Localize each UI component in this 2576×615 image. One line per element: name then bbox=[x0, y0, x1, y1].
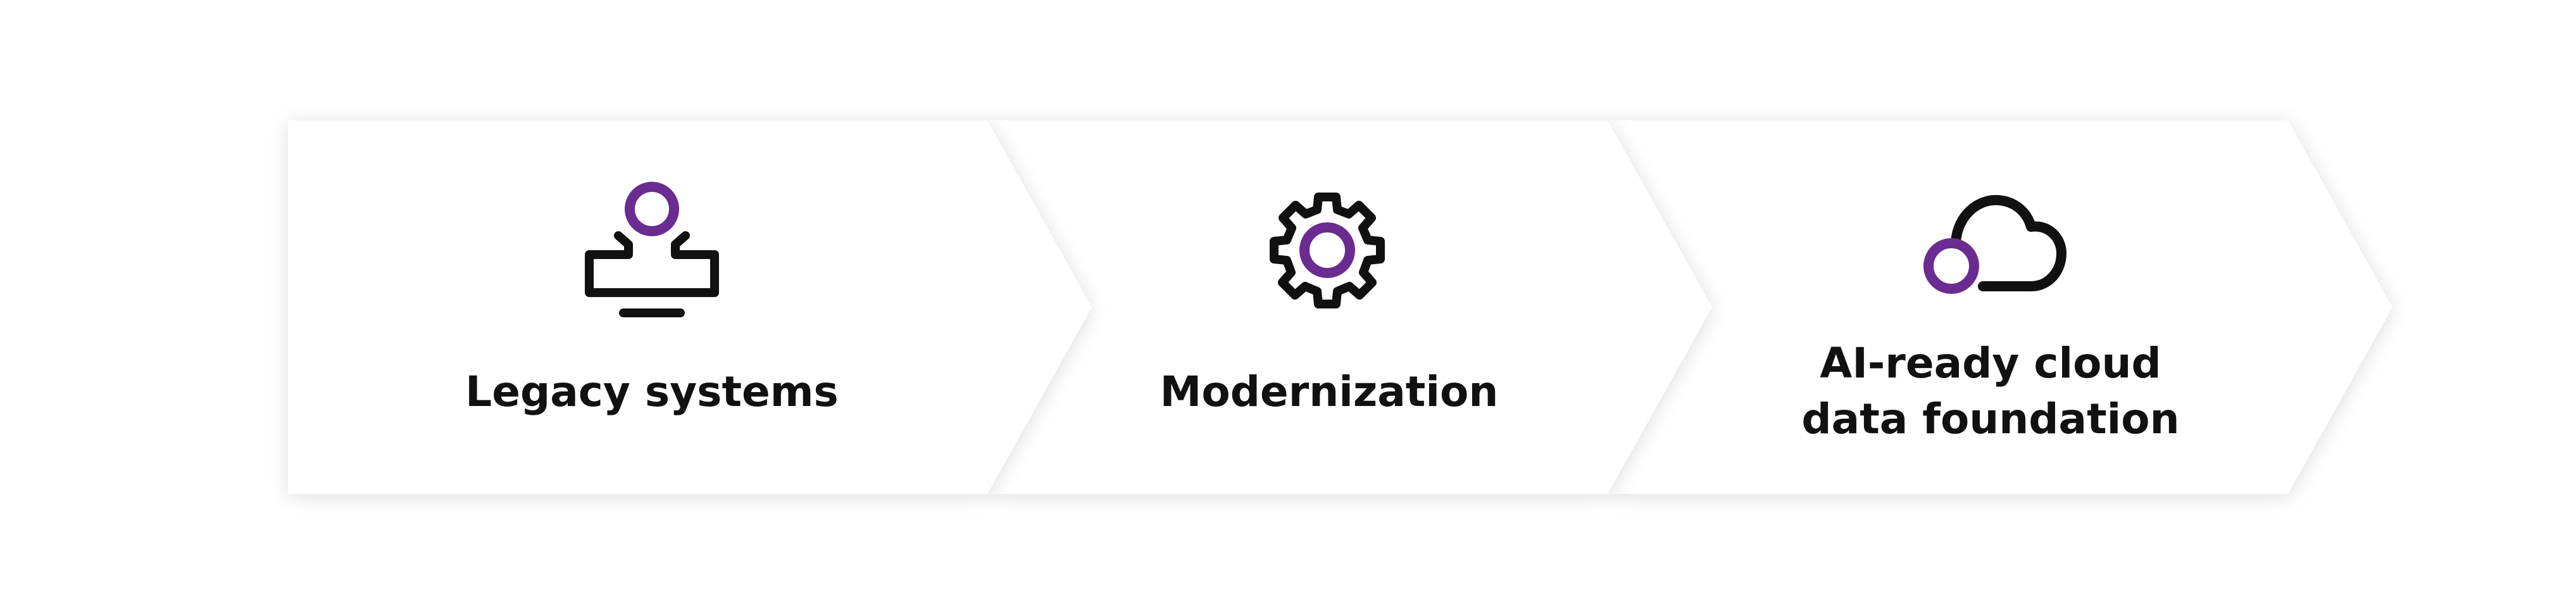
step-3-label: AI-ready cloud data foundation bbox=[1772, 336, 2209, 447]
chevron-step-1 bbox=[288, 120, 1092, 494]
step-3-label-line-2: data foundation bbox=[1801, 395, 2180, 443]
chevron-step-2 bbox=[987, 120, 1712, 494]
cloud-icon bbox=[1923, 194, 2066, 294]
legacy-system-monitor-icon bbox=[585, 182, 719, 317]
gear-icon bbox=[1270, 193, 1385, 308]
step-3-label-line-1: AI-ready cloud bbox=[1820, 339, 2161, 388]
step-1-label: Legacy systems bbox=[465, 367, 839, 416]
step-2-label: Modernization bbox=[1160, 367, 1499, 416]
chevron-step-3 bbox=[1608, 120, 2392, 494]
